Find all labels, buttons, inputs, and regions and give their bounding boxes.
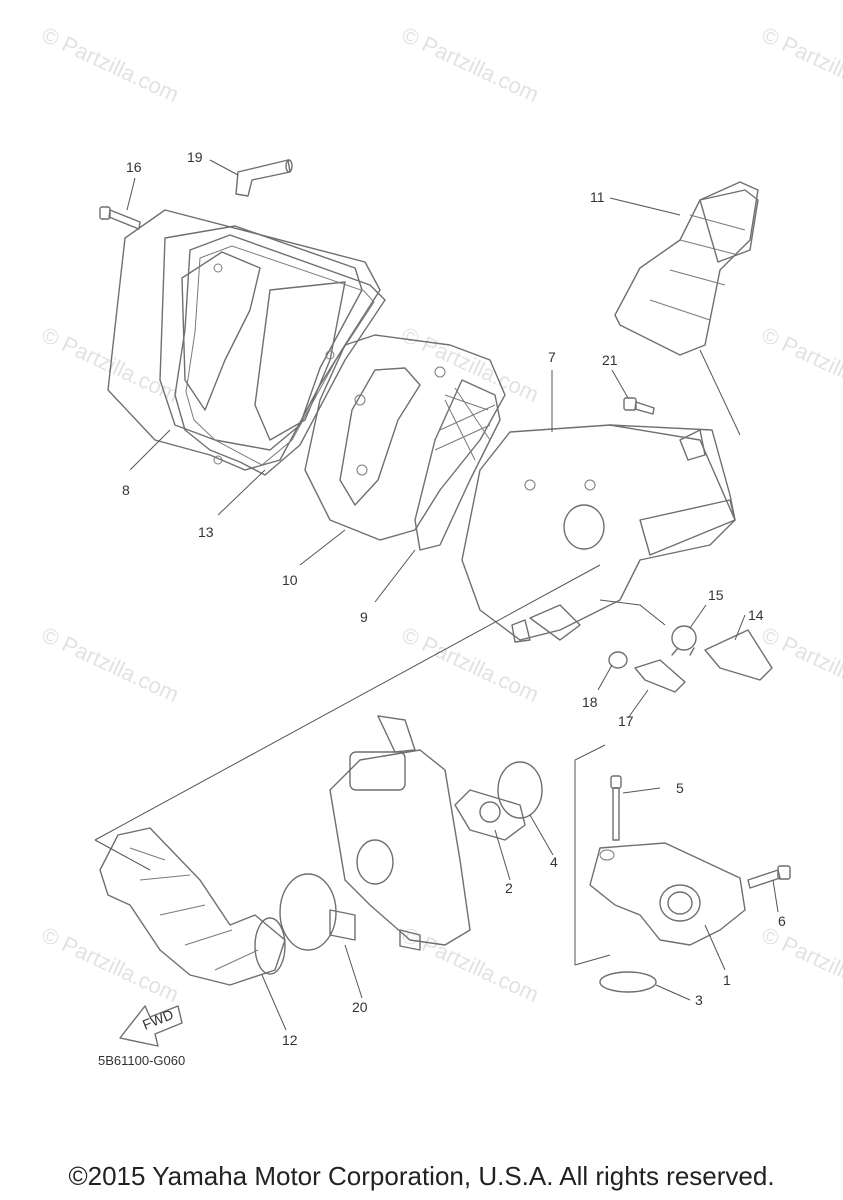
- watermark: © Partzilla.com: [758, 922, 843, 1007]
- copyright-notice: ©2015 Yamaha Motor Corporation, U.S.A. A…: [68, 1161, 775, 1191]
- part-5-bolt: [610, 775, 622, 841]
- part-label-12: 12: [282, 1032, 298, 1048]
- part-20-clamp: [279, 873, 356, 951]
- part-label-21: 21: [602, 352, 618, 368]
- part-label-10: 10: [282, 572, 298, 588]
- fwd-label: FWD: [140, 1006, 176, 1033]
- watermark: © Partzilla.com: [38, 922, 183, 1007]
- carburetor: [329, 715, 471, 951]
- part-label-4: 4: [550, 854, 558, 870]
- part-17-plug: [634, 659, 686, 693]
- watermark: © Partzilla.com: [398, 622, 543, 707]
- part-label-3: 3: [695, 992, 703, 1008]
- part-label-15: 15: [708, 587, 724, 603]
- watermark: © Partzilla.com: [398, 22, 543, 107]
- watermark: © Partzilla.com: [758, 622, 843, 707]
- watermark: © Partzilla.com: [38, 22, 183, 107]
- watermark: © Partzilla.com: [758, 22, 843, 107]
- part-label-16: 16: [126, 159, 142, 175]
- part-3-o-ring: [599, 971, 657, 993]
- part-6-bolt: [747, 865, 791, 889]
- watermarks: © Partzilla.com © Partzilla.com © Partzi…: [38, 22, 843, 1007]
- part-11-joint: [614, 181, 759, 356]
- part-label-1: 1: [723, 972, 731, 988]
- part-4-o-ring: [497, 761, 543, 819]
- part-label-11: 11: [590, 189, 605, 205]
- part-label-19: 19: [187, 149, 203, 165]
- part-label-5: 5: [676, 780, 684, 796]
- part-1-intake-manifold: [589, 842, 746, 946]
- part-21-bolt: [623, 397, 655, 415]
- part-label-18: 18: [582, 694, 598, 710]
- part-16-bolt: [99, 206, 141, 230]
- part-label-13: 13: [198, 524, 214, 540]
- fwd-arrow: FWD: [119, 1005, 183, 1047]
- part-15-clip: [671, 625, 697, 656]
- part-label-20: 20: [352, 999, 368, 1015]
- part-18-clip: [608, 651, 628, 669]
- part-8-case-cover: [107, 209, 381, 471]
- part-label-14: 14: [748, 607, 764, 623]
- part-13-gasket: [174, 234, 386, 476]
- diagram-code: 5B61100-G060: [98, 1053, 186, 1068]
- part-2-gasket-plate: [454, 789, 526, 841]
- part-label-9: 9: [360, 609, 368, 625]
- reference-lines: [94, 349, 741, 966]
- part-10-filter-holder: [304, 334, 506, 541]
- part-19-elbow-hose: [235, 159, 293, 197]
- part-14-drain-hose: [704, 629, 773, 681]
- part-label-2: 2: [505, 880, 513, 896]
- part-7-filter-case: [461, 424, 736, 643]
- part-9-filter-element: [414, 379, 501, 551]
- part-label-17: 17: [618, 713, 634, 729]
- part-label-7: 7: [548, 349, 556, 365]
- watermark: © Partzilla.com: [758, 322, 843, 407]
- watermark: © Partzilla.com: [38, 622, 183, 707]
- watermark: © Partzilla.com: [398, 322, 543, 407]
- part-number-labels: 1 2 3 4 5 6 7 8 9 10 11 12 13 14 15 16 1…: [122, 149, 786, 1048]
- part-label-6: 6: [778, 913, 786, 929]
- part-12-intake-hose: [99, 827, 286, 986]
- leader-lines: [126, 159, 779, 1031]
- part-label-8: 8: [122, 482, 130, 498]
